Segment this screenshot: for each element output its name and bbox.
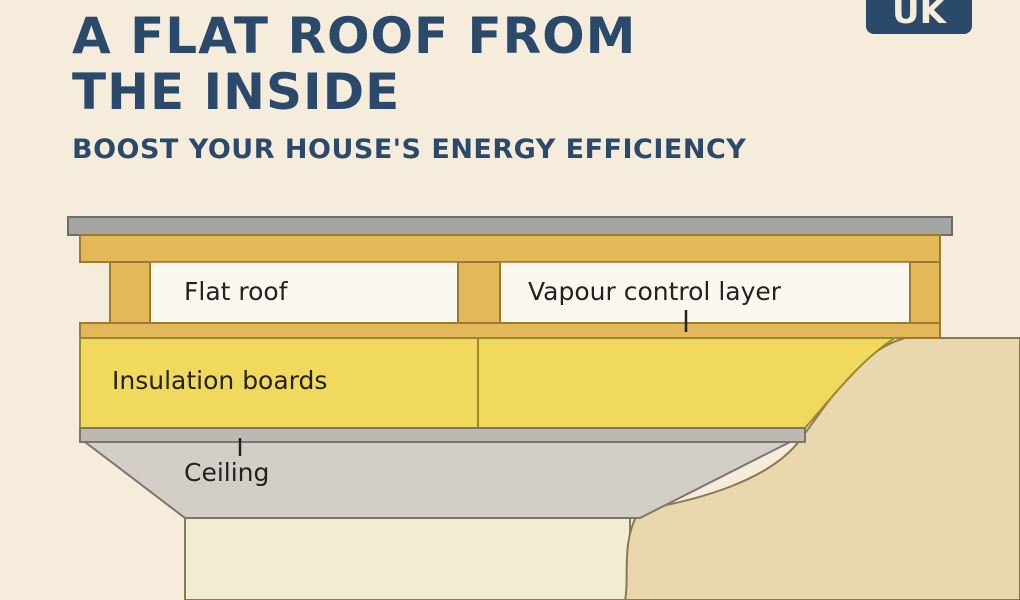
page-title: A FLAT ROOF FROM THE INSIDE — [72, 8, 636, 120]
lower-timber-beam — [79, 322, 941, 339]
label-vapour-control-layer: Vapour control layer — [528, 277, 782, 306]
label-insulation-boards: Insulation boards — [112, 366, 328, 395]
roof-void-right — [499, 261, 911, 324]
subtitle: BOOST YOUR HOUSE'S ENERGY EFFICIENCY — [72, 134, 747, 165]
roof-deck — [67, 216, 953, 236]
uk-badge: UK — [866, 0, 972, 34]
title-line-1: A FLAT ROOF FROM — [72, 7, 637, 65]
label-flat-roof: Flat roof — [184, 277, 288, 306]
joist — [909, 261, 941, 324]
ceiling — [82, 441, 791, 519]
label-ceiling: Ceiling — [184, 458, 270, 487]
title-line-2: THE INSIDE — [72, 63, 401, 121]
lower-room-wall — [184, 517, 631, 600]
upper-timber-beam — [79, 234, 941, 263]
joist — [109, 261, 151, 324]
ceiling-board — [79, 427, 806, 443]
joist — [457, 261, 501, 324]
